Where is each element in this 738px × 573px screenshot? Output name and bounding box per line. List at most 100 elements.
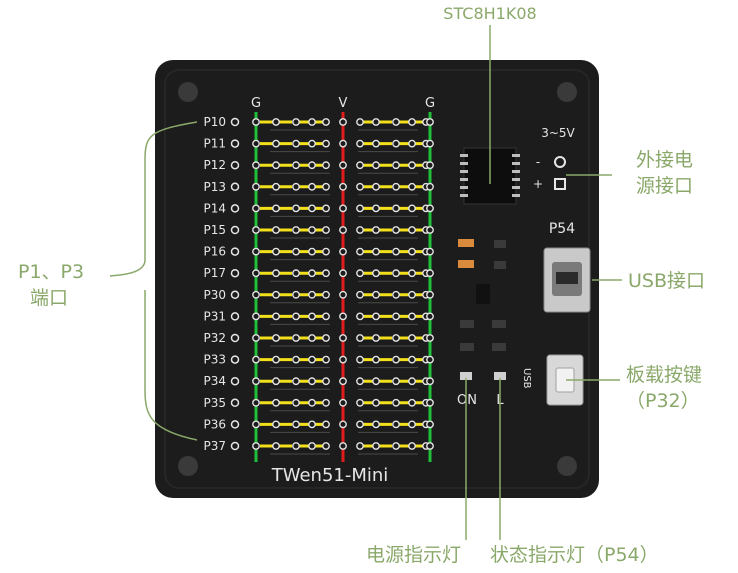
breadboard-hole <box>408 204 416 213</box>
breadboard-hole <box>272 290 280 299</box>
pin-label: P15 <box>203 223 226 237</box>
pin-hole <box>230 290 240 300</box>
pin-hole <box>230 160 240 170</box>
breadboard-hole <box>372 377 380 386</box>
breadboard-hole <box>392 161 400 170</box>
breadboard-hole <box>252 161 260 170</box>
breadboard-hole <box>392 398 400 407</box>
pin-hole <box>230 117 240 127</box>
callout-ports-line1: P1、P3 <box>18 261 84 283</box>
breadboard-hole <box>252 269 260 278</box>
breadboard-hole <box>272 247 280 256</box>
breadboard-hole <box>339 355 347 364</box>
breadboard-hole <box>322 118 330 126</box>
pin-rows: P10P11P12P13P14P15P16P17P30P31P32P33P34P… <box>203 115 434 455</box>
breadboard-hole <box>322 139 330 148</box>
breadboard-hole <box>372 139 380 148</box>
pin-label: P35 <box>203 396 226 410</box>
status-led <box>494 372 506 380</box>
breadboard-hole <box>408 442 416 450</box>
breadboard-hole <box>292 118 300 126</box>
pin-row: P17 <box>203 266 434 282</box>
mount-hole-top-left <box>178 82 198 102</box>
callout-power-led: 电源指示灯 <box>366 544 461 566</box>
breadboard-hole <box>426 139 434 148</box>
breadboard-hole <box>252 139 260 148</box>
pin-row: P36 <box>203 417 434 433</box>
breadboard-hole <box>408 139 416 148</box>
breadboard-hole <box>308 420 316 429</box>
breadboard-hole <box>356 334 364 342</box>
breadboard-hole <box>408 247 416 256</box>
breadboard-hole <box>392 420 400 429</box>
pin-hole <box>230 441 240 451</box>
breadboard-hole <box>308 269 316 278</box>
breadboard-hole <box>308 290 316 299</box>
breadboard-hole <box>426 182 434 191</box>
breadboard-hole <box>426 269 434 278</box>
breadboard-hole <box>408 118 416 126</box>
breadboard-hole <box>322 442 330 450</box>
breadboard-hole <box>308 226 316 234</box>
breadboard-hole <box>426 118 434 126</box>
smd-components <box>458 239 506 351</box>
pin-label: P17 <box>203 266 226 280</box>
pin-hole <box>230 333 240 343</box>
breadboard-hole <box>372 290 380 299</box>
usb-pin-label: P54 <box>549 221 575 237</box>
breadboard-hole <box>272 269 280 278</box>
breadboard-hole <box>272 355 280 364</box>
breadboard-hole <box>372 161 380 170</box>
breadboard-hole <box>308 377 316 386</box>
pin-hole <box>230 225 240 235</box>
breadboard-hole <box>372 334 380 342</box>
breadboard-hole <box>372 312 380 321</box>
breadboard-hole <box>339 226 347 234</box>
breadboard-hole <box>292 442 300 450</box>
pin-row: P37 <box>203 439 434 455</box>
mount-hole-bottom-right <box>557 456 577 476</box>
callout-lines <box>109 25 622 540</box>
board-name: TWen51-Mini <box>271 465 389 486</box>
mount-hole-top-right <box>557 82 577 102</box>
breadboard-hole <box>392 334 400 342</box>
breadboard-hole <box>408 226 416 234</box>
breadboard-hole <box>272 182 280 191</box>
breadboard-hole <box>339 182 347 191</box>
breadboard-hole <box>292 420 300 429</box>
breadboard-hole <box>339 247 347 256</box>
breadboard-hole <box>292 269 300 278</box>
breadboard-hole <box>308 312 316 321</box>
breadboard-hole <box>426 355 434 364</box>
breadboard-hole <box>322 269 330 278</box>
breadboard-hole <box>292 204 300 213</box>
breadboard-hole <box>426 161 434 170</box>
breadboard-hole <box>272 377 280 386</box>
breadboard-hole <box>308 247 316 256</box>
pin-row: P15 <box>203 223 434 239</box>
pin-row: P10 <box>203 115 434 131</box>
breadboard-hole <box>426 226 434 234</box>
breadboard-hole <box>292 161 300 170</box>
breadboard-hole <box>252 334 260 342</box>
breadboard-hole <box>426 334 434 342</box>
breadboard-hole <box>252 377 260 386</box>
breadboard-hole <box>372 204 380 213</box>
power-pin-plus <box>554 178 566 190</box>
breadboard-hole <box>408 290 416 299</box>
pin-hole <box>230 204 240 213</box>
pin-label: P32 <box>203 331 226 345</box>
breadboard-hole <box>408 420 416 429</box>
breadboard-hole <box>339 204 347 213</box>
breadboard-hole <box>339 118 347 126</box>
breadboard-hole <box>392 118 400 126</box>
breadboard-hole <box>426 290 434 299</box>
breadboard-hole <box>372 355 380 364</box>
breadboard-hole <box>426 442 434 450</box>
pin-row: P32 <box>203 331 434 347</box>
pin-label: P16 <box>203 245 226 259</box>
breadboard-hole <box>272 139 280 148</box>
breadboard-hole <box>356 182 364 191</box>
breadboard-hole <box>322 204 330 213</box>
